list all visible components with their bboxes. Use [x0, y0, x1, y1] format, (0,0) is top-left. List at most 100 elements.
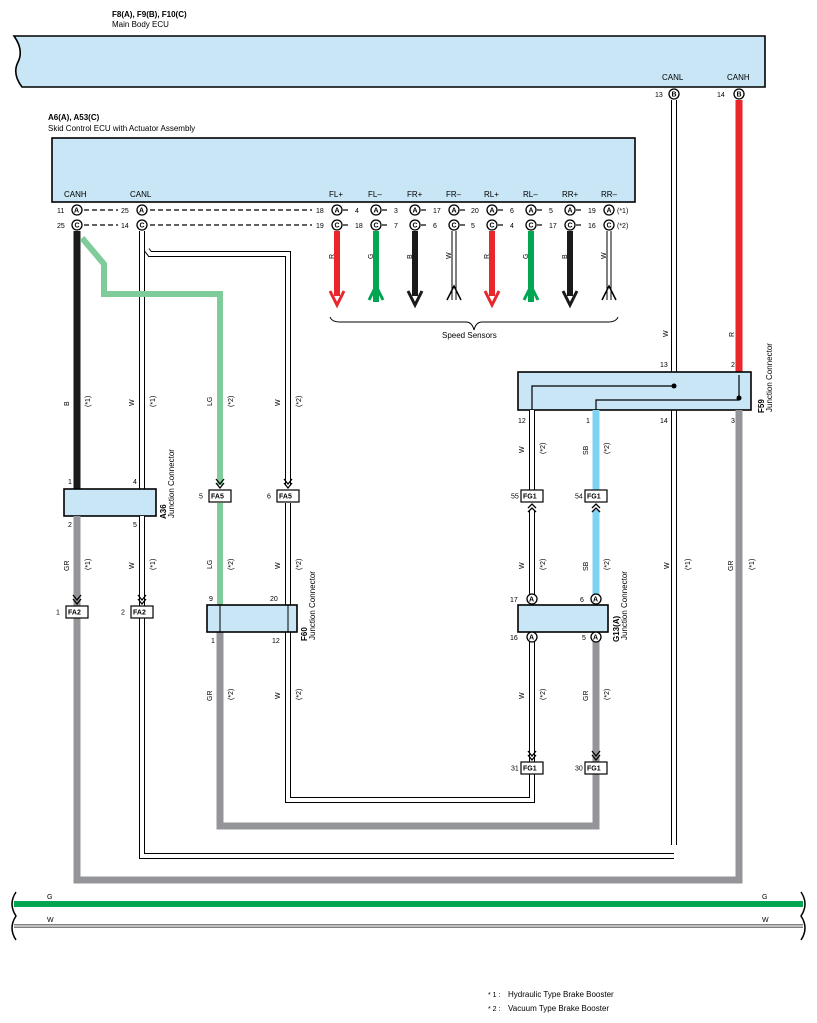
sensor-pin-a-2: 3: [394, 208, 398, 215]
svg-text:C: C: [140, 223, 145, 230]
svg-text:C: C: [413, 223, 418, 230]
sensor-pin-a-7: 19: [588, 208, 596, 215]
sensor-pin-c-7: 16: [588, 223, 596, 230]
wire-label-f59-3: GR: [728, 561, 735, 572]
sensor-pin-a-0: 18: [316, 208, 324, 215]
wire-label-lg-suffix: (*2): [228, 396, 235, 407]
wire-label-f59-1-suffix: (*2): [604, 443, 611, 454]
skid-ecu-box: [51, 137, 636, 203]
svg-text:C: C: [374, 223, 379, 230]
wire-label-g13-16-suffix: (*2): [540, 689, 547, 700]
wire-label-b-suffix: (*1): [85, 396, 92, 407]
g13-junction-id: G13(A): [612, 615, 621, 642]
wire-label-g13-5-suffix: (*2): [604, 689, 611, 700]
svg-text:31: 31: [511, 766, 519, 773]
main-body-pin-b-13: B: [668, 88, 680, 100]
wire-w-loop: [140, 516, 674, 858]
wire-label-a36-w: W: [129, 562, 136, 569]
note-1-text: Hydraulic Type Brake Booster: [508, 990, 614, 999]
wire-label-g13-16: W: [519, 692, 526, 699]
sensor-conn-c-2: C: [409, 219, 421, 231]
svg-text:B: B: [672, 92, 677, 99]
note-1-mark: * 1 :: [488, 992, 501, 999]
skid-ecu-name: Skid Control ECU with Actuator Assembly: [48, 124, 195, 133]
f59-pin-2: 2: [731, 362, 735, 369]
svg-text:A: A: [139, 208, 144, 215]
wire-label-f59-12: W: [519, 446, 526, 453]
wire-label-f59-14-suffix: (*1): [685, 559, 692, 570]
sensor-arrow-4: [483, 290, 501, 309]
sensor-pin-c-0: 19: [316, 223, 324, 230]
svg-text:A: A: [452, 208, 457, 215]
sensor-conn-c-7: C: [603, 219, 615, 231]
g13-pin-17: 17: [510, 597, 518, 604]
f59-junction-name: Junction Connector: [765, 343, 774, 412]
sensor-label-6: RR+: [562, 190, 579, 199]
wire-label-w-fa5: W: [275, 399, 282, 406]
svg-text:A: A: [607, 208, 612, 215]
sensor-pin-c-2: 7: [394, 223, 398, 230]
g13-pin-16: 16: [510, 635, 518, 642]
f59-pin-1: 1: [586, 418, 590, 425]
sensor-pin-c-1: 18: [355, 223, 363, 230]
wire-lg-to-fa5: [79, 236, 223, 485]
svg-text:FA5: FA5: [279, 494, 292, 501]
main-body-canl-label: CANL: [662, 73, 684, 82]
skid-canh-pin-a: 11: [57, 208, 64, 215]
wire-label-a36-gr: GR: [64, 561, 71, 572]
sensor-conn-a-0: A: [331, 204, 343, 216]
main-body-pin-13: 13: [655, 92, 663, 99]
wire-label-g13-6-suffix: (*2): [604, 559, 611, 570]
sensor-label-1: FL–: [368, 190, 382, 199]
f60-pin-20: 20: [270, 596, 278, 603]
bus-label-w-left: W: [47, 917, 54, 924]
wire-label-f59-14: W: [664, 562, 671, 569]
wire-w-to-fa5: [145, 248, 290, 485]
sensor-pin-c-4: 5: [471, 223, 475, 230]
a36-junction-box: [63, 488, 157, 517]
sensor-label-3: FR–: [446, 190, 462, 199]
svg-text:FG1: FG1: [523, 494, 537, 501]
wire-label-g13-5: GR: [583, 691, 590, 702]
main-body-canh-label: CANH: [727, 73, 750, 82]
sensor-pin-c-5: 4: [510, 223, 514, 230]
f60-pin-9: 9: [209, 596, 213, 603]
sensor-conn-a-7: A: [603, 204, 615, 216]
speed-sensors-label: Speed Sensors: [442, 331, 497, 340]
wire-label-g13-17: W: [519, 562, 526, 569]
wire-label-f59-1: SB: [583, 445, 590, 455]
svg-text:FG1: FG1: [523, 766, 537, 773]
svg-text:A: A: [335, 208, 340, 215]
sensor-conn-a-4: A: [486, 204, 498, 216]
wire-label-main-canh: R: [729, 332, 736, 337]
g13-pin-6: 6: [580, 597, 584, 604]
sensor-wire-label-7: W: [601, 252, 608, 259]
f60-internal: [219, 605, 289, 632]
sensor-wire-label-0: R: [329, 254, 336, 259]
sensor-conn-a-6: A: [564, 204, 576, 216]
sensor-conn-c-0: C: [331, 219, 343, 231]
wire-w-f60-loop-outline: [285, 632, 535, 803]
bus-break-right: [800, 891, 806, 941]
f59-junction-id: F59: [757, 399, 766, 413]
g13-junction-box: [517, 604, 609, 633]
svg-text:B: B: [737, 92, 742, 99]
svg-text:A: A: [413, 208, 418, 215]
f60-junction-box: [206, 604, 298, 633]
svg-text:C: C: [452, 223, 457, 230]
sensor-label-4: RL+: [484, 190, 499, 199]
sensor-wire-label-4: R: [484, 254, 491, 259]
g13-conn-a-5: A: [590, 631, 602, 643]
svg-text:C: C: [335, 223, 340, 230]
svg-text:A: A: [593, 597, 598, 604]
wire-label-lg: LG: [207, 397, 214, 406]
sensor-conn-c-6: C: [564, 219, 576, 231]
f59-pin-12: 12: [518, 418, 526, 425]
